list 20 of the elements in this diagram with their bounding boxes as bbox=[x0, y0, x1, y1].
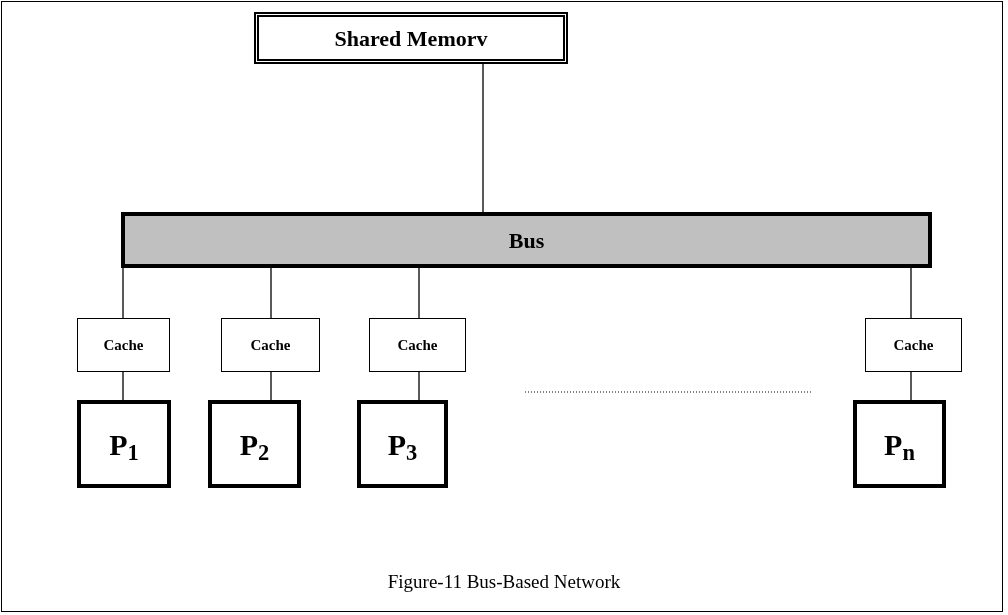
cache-box: Cache bbox=[369, 318, 466, 372]
memory-box: Shared Memorv bbox=[254, 12, 568, 64]
figure-caption: Figure-11 Bus-Based Network bbox=[386, 570, 622, 594]
processor-box: P$_{n}$ bbox=[853, 400, 946, 488]
processor-box: P$_{1}$ bbox=[77, 400, 171, 488]
connector-line bbox=[122, 371, 124, 401]
cache-box: Cache bbox=[221, 318, 320, 372]
bus-bar: Bus bbox=[121, 212, 932, 268]
cache-box: Cache bbox=[865, 318, 962, 372]
connector-line bbox=[270, 267, 272, 319]
processor-box: P$_{2}$ bbox=[208, 400, 301, 488]
connector-line bbox=[122, 267, 124, 319]
connector-line bbox=[418, 267, 420, 319]
connector-line bbox=[482, 63, 484, 213]
cache-box: Cache bbox=[77, 318, 170, 372]
connector-line bbox=[910, 371, 912, 401]
connector-line bbox=[270, 371, 272, 401]
processor-box: P$_{3}$ bbox=[357, 400, 448, 488]
connector-line bbox=[910, 267, 912, 319]
connector-line bbox=[418, 371, 420, 401]
